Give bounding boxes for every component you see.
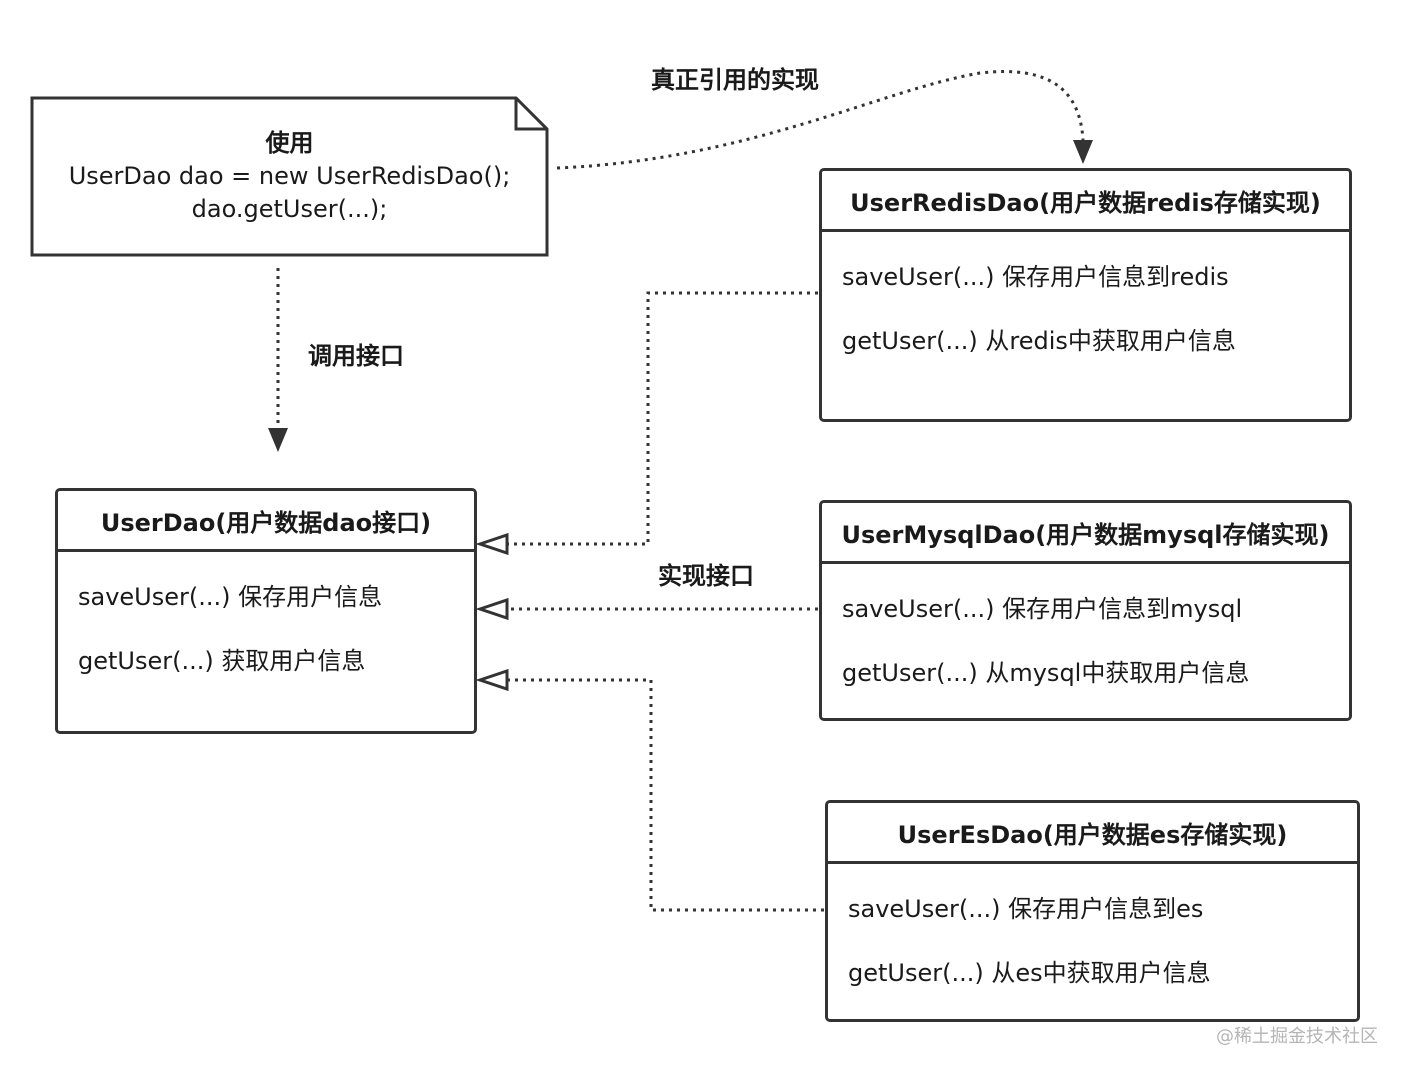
user-mysql-dao-save-method: saveUser(...) 保存用户信息到mysql [842,595,1243,623]
implement-interface-label: 实现接口 [658,562,754,590]
user-dao-title: UserDao(用户数据dao接口) [58,491,474,552]
mysql-realization-arrowhead [475,597,509,621]
real-reference-arrowhead [1073,140,1093,164]
redis-realization-connector [508,291,818,546]
redis-realization-arrowhead [475,532,509,556]
user-es-dao-get-method: getUser(...) 从es中获取用户信息 [848,959,1211,987]
usage-note-shape [30,96,549,257]
user-redis-dao-save-method: saveUser(...) 保存用户信息到redis [842,263,1229,291]
call-interface-arrowhead [268,428,288,452]
watermark: @稀土掘金技术社区 [1216,1026,1378,1047]
call-interface-label: 调用接口 [308,342,404,370]
usage-note: 使用 UserDao dao = new UserRedisDao(); dao… [31,127,548,226]
es-realization-connector [508,678,824,912]
real-reference-label: 真正引用的实现 [651,66,819,94]
es-realization-arrowhead [475,668,509,692]
usage-note-title: 使用 [265,129,314,157]
user-redis-dao-title: UserRedisDao(用户数据redis存储实现) [822,171,1349,232]
user-mysql-dao-title: UserMysqlDao(用户数据mysql存储实现) [822,503,1349,564]
user-es-dao-title: UserEsDao(用户数据es存储实现) [828,803,1357,864]
real-reference-connector [556,70,1085,170]
user-redis-dao-box: UserRedisDao(用户数据redis存储实现) saveUser(...… [819,168,1352,422]
user-es-dao-box: UserEsDao(用户数据es存储实现) saveUser(...) 保存用户… [825,800,1360,1022]
user-mysql-dao-get-method: getUser(...) 从mysql中获取用户信息 [842,659,1250,687]
user-mysql-dao-box: UserMysqlDao(用户数据mysql存储实现) saveUser(...… [819,500,1352,721]
usage-note-line-1: UserDao dao = new UserRedisDao(); [68,162,511,190]
user-dao-interface-box: UserDao(用户数据dao接口) saveUser(...) 保存用户信息 … [55,488,477,734]
user-dao-get-method: getUser(...) 获取用户信息 [78,647,366,675]
user-redis-dao-get-method: getUser(...) 从redis中获取用户信息 [842,327,1236,355]
user-es-dao-save-method: saveUser(...) 保存用户信息到es [848,895,1204,923]
user-dao-save-method: saveUser(...) 保存用户信息 [78,583,383,611]
usage-note-line-2: dao.getUser(...); [191,195,388,223]
